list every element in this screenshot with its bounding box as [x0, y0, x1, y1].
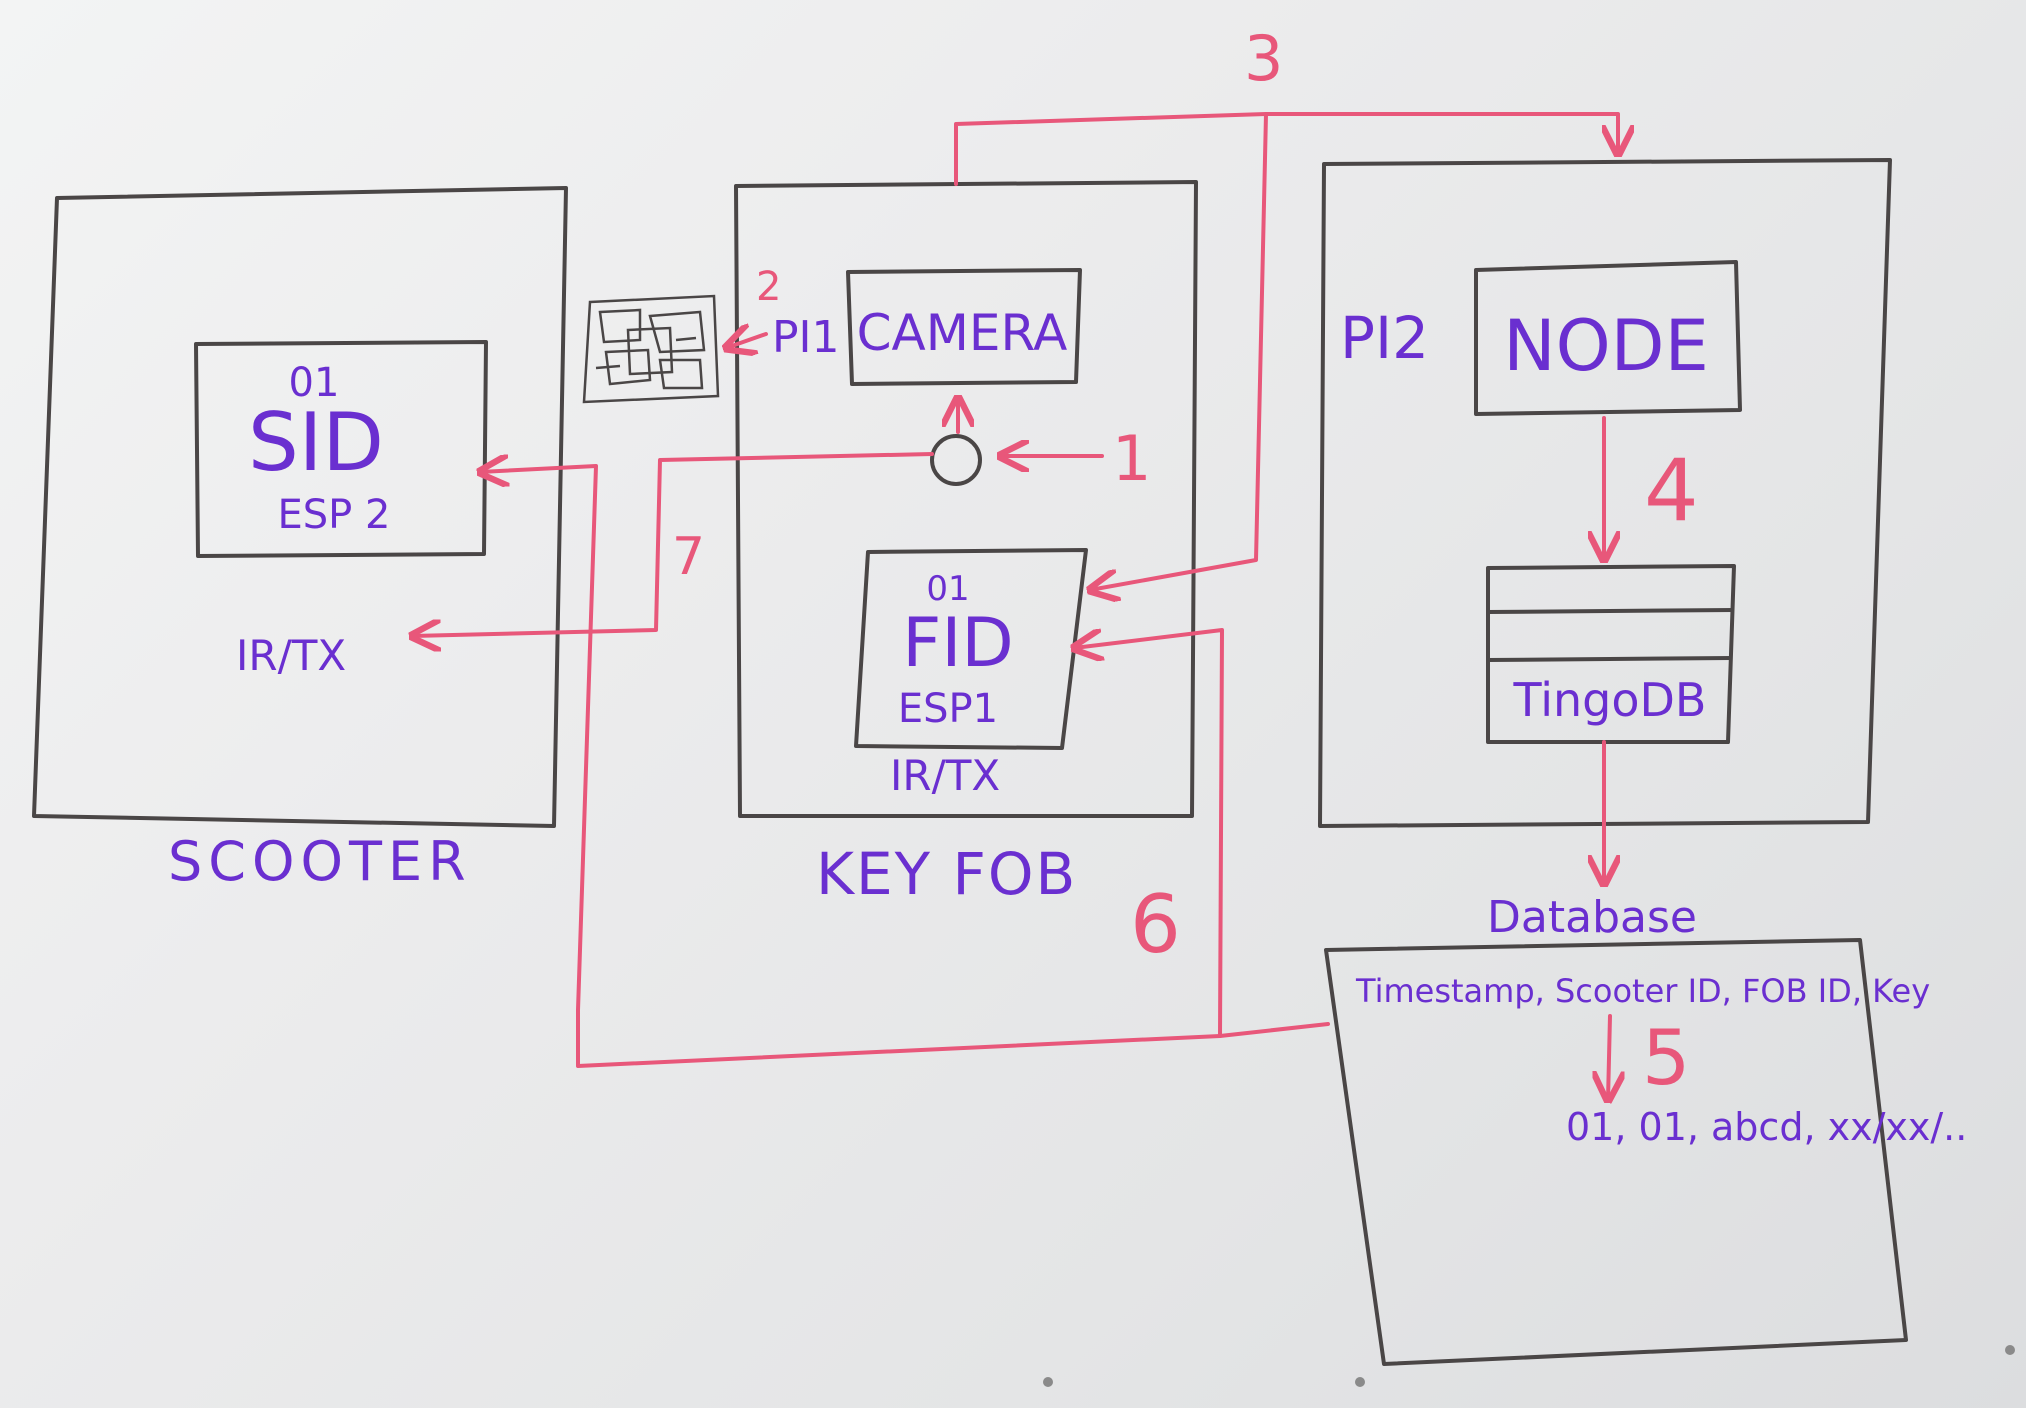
- keyfob-caption: KEY FOB: [816, 840, 1077, 908]
- board-screws: [1043, 1345, 2015, 1387]
- scooter-caption: SCOOTER: [168, 830, 472, 893]
- database-sample-row: 01, 01, abcd, xx/xx/..: [1566, 1105, 1967, 1149]
- database-fields: Timestamp, Scooter ID, FOB ID, Key: [1355, 972, 1930, 1010]
- fid-number: 01: [926, 569, 969, 609]
- step-3-number: 3: [1244, 22, 1283, 95]
- node-label: NODE: [1503, 305, 1709, 387]
- sensor-circle-icon: [930, 434, 982, 486]
- scooter-irtx: IR/TX: [236, 631, 346, 680]
- step-2-number: 2: [756, 264, 781, 310]
- step-1-number: 1: [1112, 422, 1151, 495]
- arrow-step-2: [726, 334, 768, 348]
- pi1-label: PI1: [772, 312, 840, 363]
- tingodb-label: TingoDB: [1513, 673, 1707, 727]
- tingodb-row-divider-1: [1487, 608, 1735, 614]
- pi2-label: PI2: [1340, 304, 1429, 372]
- fid-chip: ESP1: [898, 686, 998, 732]
- arrow-step-3: [954, 112, 1618, 186]
- line-step-6: [480, 466, 1330, 1068]
- node-box: [1474, 260, 1742, 416]
- scooter-box: [32, 186, 568, 828]
- database-title: Database: [1487, 892, 1697, 943]
- camera-box: [846, 268, 1082, 386]
- line-step-3-to-fid: [1090, 112, 1268, 590]
- tingodb-box: [1486, 564, 1736, 744]
- server-box: [1318, 158, 1892, 828]
- step-4-number: 4: [1644, 441, 1699, 541]
- arrow-step-5: [1608, 1014, 1610, 1100]
- step-7-number: 7: [672, 527, 705, 587]
- qr-code-icon: [582, 294, 720, 404]
- sid-chip: ESP 2: [278, 492, 391, 538]
- arrow-step-6-to-fid: [1074, 628, 1224, 1038]
- sid-label: SID: [248, 396, 384, 489]
- fid-box: [854, 548, 1088, 750]
- keyfob-irtx: IR/TX: [890, 751, 1000, 800]
- arrow-step-7: [412, 452, 934, 636]
- camera-label: CAMERA: [857, 304, 1068, 362]
- sid-box: [194, 340, 488, 558]
- step-6-number: 6: [1130, 878, 1181, 971]
- keyfob-box: [734, 180, 1198, 818]
- sid-number: 01: [289, 360, 340, 406]
- database-box: [1324, 938, 1908, 1366]
- fid-label: FID: [902, 604, 1014, 683]
- tingodb-row-divider-2: [1487, 656, 1733, 662]
- step-5-number: 5: [1642, 1013, 1690, 1102]
